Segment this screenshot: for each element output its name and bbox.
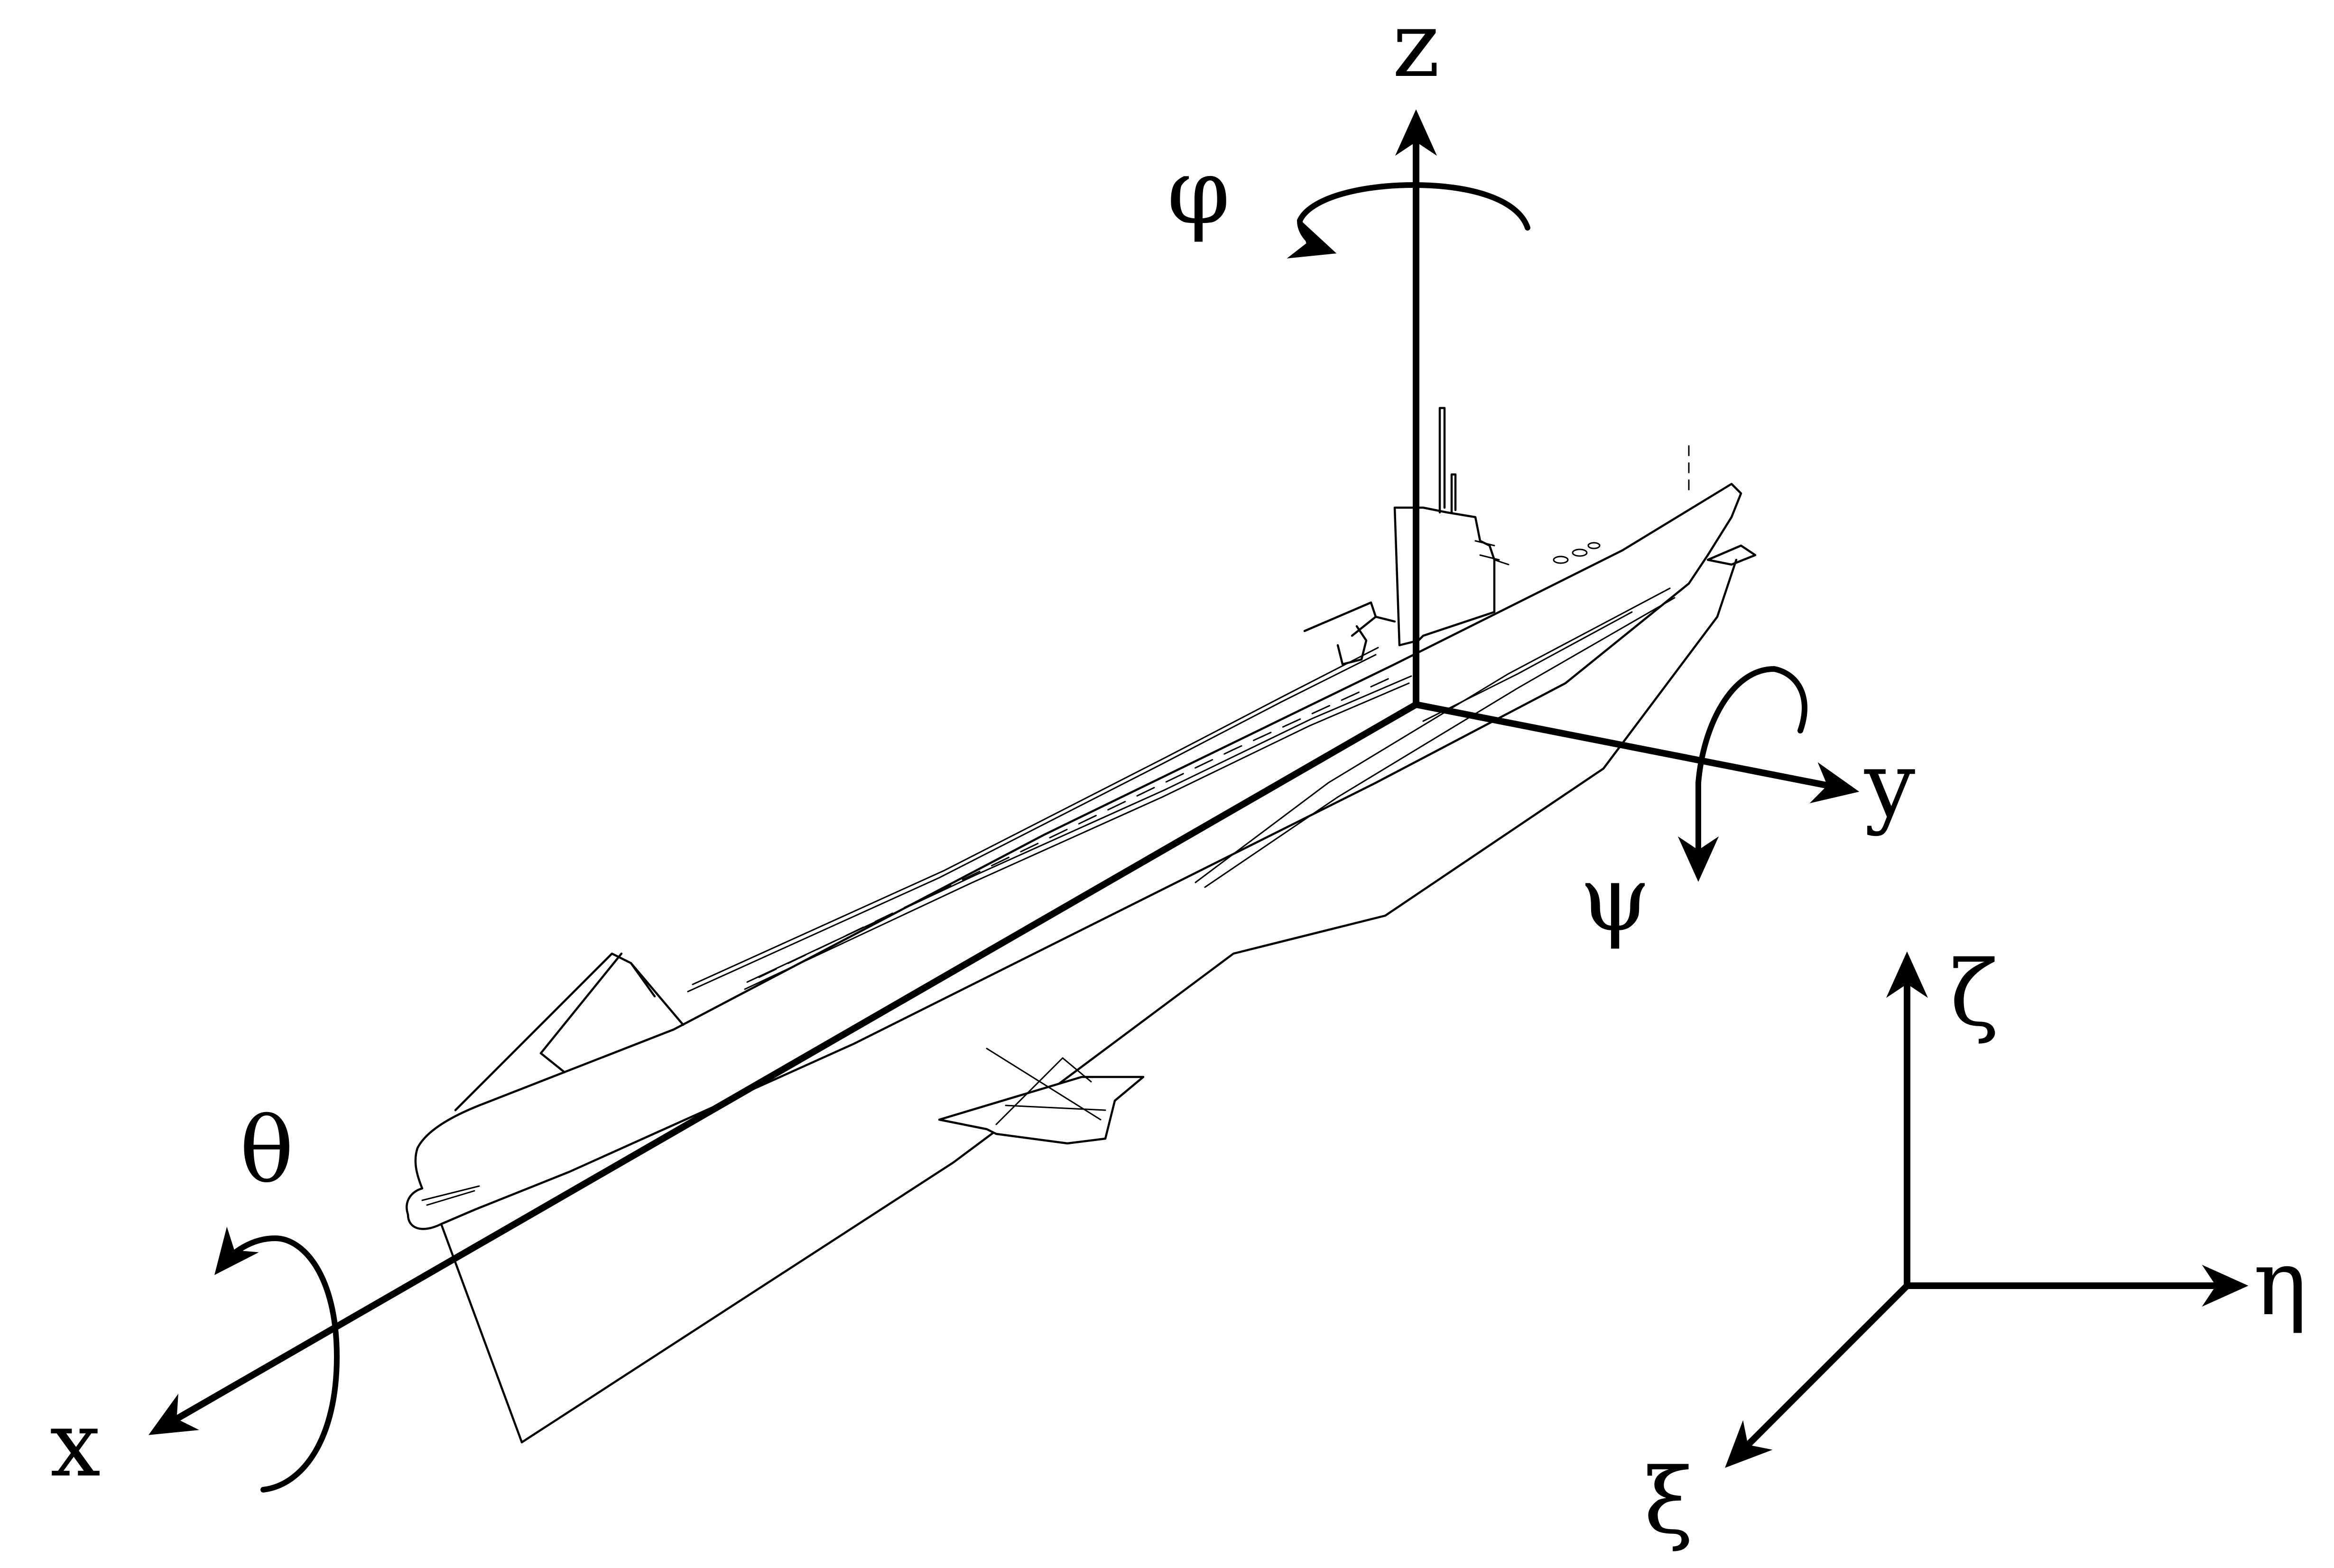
submarine-deck-line-lower [744, 682, 1410, 990]
phi-label: φ [1167, 139, 1230, 244]
submarine-bow-planes [1706, 544, 1757, 566]
x-label: x [50, 1392, 101, 1497]
submarine-stern-plane [938, 1076, 1145, 1145]
psi-rotation-arrow [1677, 666, 1807, 882]
submarine-stern-rail [454, 952, 685, 1112]
submarine-waterline [1422, 611, 1633, 722]
submarine-periscope [1438, 407, 1457, 514]
phi-rotation-arrow [1287, 182, 1530, 259]
axis-labels: z y x φ ψ θ ζ η ξ [50, 0, 2307, 1554]
theta-rotation-arrow [214, 1226, 340, 1493]
submarine-deck-line-upper [687, 654, 1377, 993]
body-frame-axes [148, 109, 1860, 1435]
psi-label: ψ [1580, 846, 1650, 951]
xi-label: ξ [1644, 1449, 1694, 1554]
x-axis [148, 701, 1419, 1435]
submarine-stern-detail [421, 1185, 480, 1206]
y-axis [1413, 701, 1860, 804]
submarine-hatch-3 [1587, 542, 1601, 549]
submarine-outline [406, 407, 1757, 1444]
xi-axis [1725, 1282, 1910, 1468]
rotation-arrows [214, 182, 1807, 1493]
submarine-side-bulge [1195, 587, 1676, 888]
submarine-deck-line-upper-2 [692, 647, 1379, 985]
submarine-hatch-1 [1553, 556, 1569, 564]
y-label: y [1864, 733, 1915, 837]
earth-frame-axes [1725, 951, 2249, 1468]
zeta-label: ζ [1950, 941, 1999, 1046]
submarine-sail-details [1474, 540, 1510, 566]
submarine-deck-line-lower-2 [746, 675, 1412, 983]
submarine-hull [406, 482, 1742, 1230]
z-label: z [1392, 0, 1440, 97]
submarine-keel-line [520, 558, 1738, 1444]
submarine-stern-plane-detail [986, 1048, 1106, 1125]
submarine-deck-gun [1303, 601, 1396, 666]
theta-label: θ [240, 1098, 294, 1203]
submarine-deck-dashes [758, 673, 1400, 978]
submarine-hatch-2 [1572, 548, 1588, 557]
eta-label: η [2253, 1231, 2307, 1336]
